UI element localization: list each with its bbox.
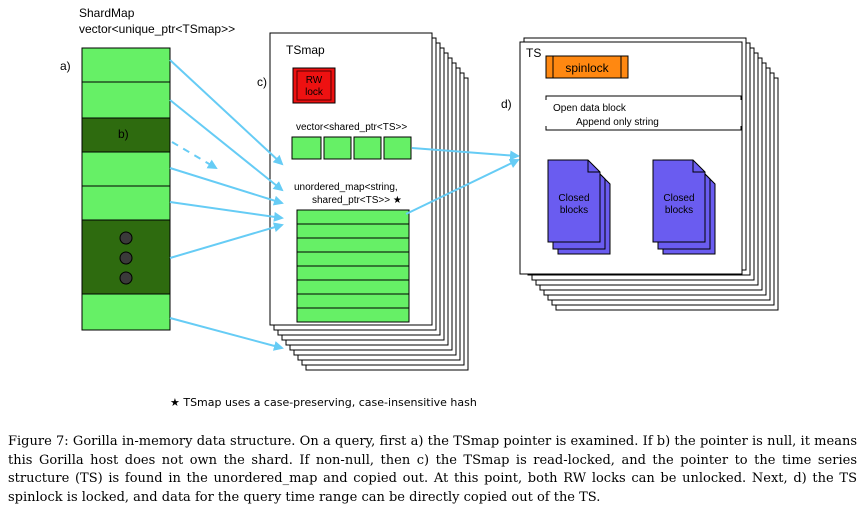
open-block-label: Open data block: [553, 103, 627, 114]
closed-blocks-2-line1: Closed: [663, 193, 694, 204]
shardmap-subtitle: vector<unique_ptr<TSmap>>: [79, 22, 235, 36]
shardmap-title: ShardMap: [79, 6, 135, 20]
label-d: d): [501, 97, 512, 111]
gorilla-diagram: ShardMap vector<unique_ptr<TSmap>> a) b)…: [60, 6, 779, 371]
rw-lock-line2: lock: [305, 87, 324, 98]
figure-caption: Figure 7: Gorilla in-memory data structu…: [8, 434, 857, 505]
spinlock-label: spinlock: [565, 61, 609, 75]
unordered-map-table: [296, 209, 410, 323]
arrow-shard-to-tsmap: [169, 201, 284, 222]
shard-slot: [81, 47, 171, 83]
append-string-label: Append only string: [576, 117, 659, 128]
arrow-shard-to-tsmap: [169, 222, 284, 259]
unordered-map-line2: shared_ptr<TS>> ★: [312, 195, 402, 206]
tsmap-title: TSmap: [286, 43, 325, 57]
shard-slot: [81, 151, 171, 187]
arrow-map-to-ts: [405, 158, 520, 215]
shard-slot-null: [81, 117, 171, 153]
closed-blocks-1-line2: blocks: [560, 205, 588, 216]
ellipsis-dot: [119, 231, 133, 245]
label-a: a): [60, 59, 71, 73]
rw-lock-line1: RW: [306, 75, 323, 86]
arrow-shard-to-tsmap: [169, 317, 284, 351]
vector-label: vector<shared_ptr<TS>>: [296, 122, 407, 133]
arrow-vector-to-ts: [411, 147, 520, 161]
shard-slot: [81, 293, 171, 331]
label-c: c): [257, 75, 267, 89]
shardmap-vector: [81, 47, 171, 331]
closed-blocks-1: [547, 159, 611, 255]
ts-title: TS: [526, 46, 541, 60]
rw-lock: [292, 67, 336, 104]
arrow-shard-to-tsmap: [169, 99, 284, 192]
ellipsis-dot: [119, 251, 133, 265]
open-data-block: [545, 95, 742, 131]
unordered-map-line1: unordered_map<string,: [294, 182, 398, 193]
arrow-null-pointer: [171, 141, 218, 170]
shared-ptr-vector: [291, 136, 412, 160]
arrow-shard-to-tsmap: [169, 167, 284, 206]
footnote: ★ TSmap uses a case-preserving, case-ins…: [170, 396, 477, 409]
ellipsis-dot: [119, 271, 133, 285]
closed-blocks-1-line1: Closed: [558, 193, 589, 204]
arrow-shard-to-tsmap: [169, 59, 284, 166]
closed-blocks-2-line2: blocks: [665, 205, 693, 216]
pointer-arrows: [169, 59, 520, 351]
shard-slot: [81, 81, 171, 119]
label-b: b): [118, 127, 129, 141]
closed-blocks-2: [652, 159, 716, 255]
shard-slot: [81, 185, 171, 221]
spinlock: [545, 55, 629, 79]
